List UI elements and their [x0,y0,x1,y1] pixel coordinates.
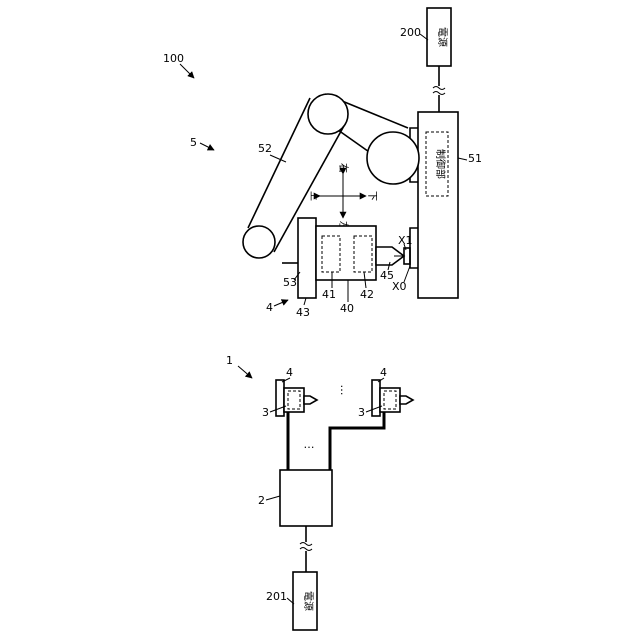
label-2: 2 [258,494,265,507]
robot-base: 制御部 51 [418,112,482,298]
label-42: 42 [360,288,374,301]
leader-2 [266,496,280,500]
label-52: 52 [258,142,272,155]
pulley-wrist [243,226,275,258]
cable-break-200-1 [433,87,445,90]
device-row-2: 4 3 [358,366,413,419]
label-100: 100 [163,52,184,65]
label-1: 1 [226,354,233,367]
device-row-1: 4 3 [262,366,317,419]
label-3-d2: 3 [358,406,365,419]
leader-4-top [274,300,288,306]
device-2-body [380,388,400,412]
control-unit-2 [280,470,332,526]
power-text-201: 電源 [302,591,315,611]
pulley-shoulder [308,94,348,134]
label-4-d1: 4 [286,366,293,379]
label-51: 51 [468,152,482,165]
leader-52 [270,155,286,162]
label-41: 41 [322,288,336,301]
cable-break-201-1 [300,543,312,546]
label-40: 40 [340,302,354,315]
controller-51-text: 制御部 [434,149,447,179]
label-3-d1: 3 [262,406,269,419]
label-x1: X1 [398,234,413,247]
device-1-tip [304,396,317,404]
leader-x0 [404,266,410,282]
device-2-tip [400,396,413,404]
leader-43 [304,298,306,305]
leader-51 [458,158,467,160]
tool-4: 53 4 43 41 40 42 45 [266,218,404,319]
ellipsis-devices: … [338,385,351,396]
label-4-top: 4 [266,301,273,314]
system-100: 100 5 電源 200 制御部 51 [163,8,482,319]
dir-up: 上 [308,191,320,201]
power-text-200: 電源 [436,27,449,47]
power-supply-200: 電源 200 [400,8,451,112]
label-200: 200 [400,26,421,39]
device-1-plate [276,380,284,416]
label-201: 201 [266,590,287,603]
dir-down: 下 [366,191,377,201]
cable-device-2 [330,412,384,470]
tool-plate-43 [298,218,316,298]
leader-100 [180,64,194,78]
label-53: 53 [283,276,297,289]
system-1: 1 4 3 … 4 3 … 2 [226,354,413,630]
leader-5 [200,143,214,150]
device-2-plate [372,380,380,416]
belt-arm-inner-edge [338,130,372,154]
cable-break-200-2 [433,92,445,95]
cable-break-201-2 [300,548,312,551]
ellipsis-cables: … [304,438,315,451]
leader-1 [238,366,252,378]
dir-right: 右 [337,163,350,173]
pulley-base [367,132,419,184]
label-4-d2: 4 [380,366,387,379]
base-box [418,112,458,298]
device-1-body [284,388,304,412]
label-43: 43 [296,306,310,319]
label-5: 5 [190,136,197,149]
tool-body-40 [316,226,376,280]
belt-arm-upper-edge [248,98,310,228]
